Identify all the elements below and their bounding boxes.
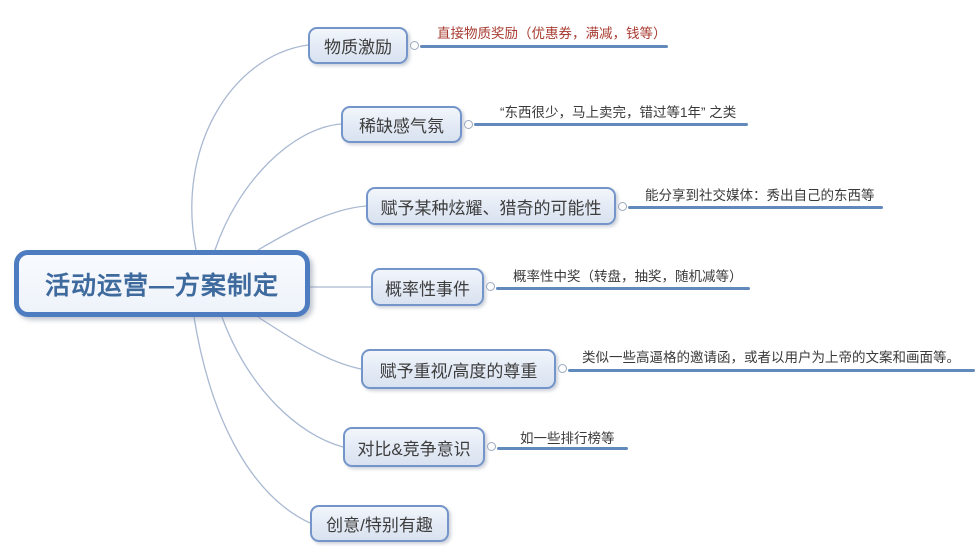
branch-curve xyxy=(257,205,367,251)
leaf-underline xyxy=(497,447,628,450)
node-connector-handle[interactable] xyxy=(618,202,627,211)
branch-curve xyxy=(257,316,362,370)
branch-curve xyxy=(191,44,309,251)
leaf-underline xyxy=(628,206,883,209)
leaf-note[interactable]: “东西很少，马上卖完，错过等1年” 之类 xyxy=(500,105,737,120)
topic-node[interactable]: 赋予重视/高度的尊重 xyxy=(361,349,556,389)
leaf-underline xyxy=(420,45,668,48)
node-connector-handle[interactable] xyxy=(410,41,419,50)
topic-node[interactable]: 对比&竞争意识 xyxy=(343,427,485,467)
leaf-note[interactable]: 类似一些高逼格的邀请函，或者以用户为上帝的文案和画面等。 xyxy=(582,350,960,365)
branch-curve xyxy=(221,316,344,448)
topic-node[interactable]: 创意/特别有趣 xyxy=(310,505,449,542)
leaf-underline xyxy=(568,369,975,372)
root-topic[interactable]: 活动运营—方案制定 xyxy=(14,250,310,317)
leaf-note[interactable]: 概率性中奖（转盘，抽奖，随机减等） xyxy=(513,269,743,284)
branch-curve xyxy=(214,123,342,251)
leaf-underline xyxy=(496,287,750,290)
node-connector-handle[interactable] xyxy=(464,120,473,129)
leaf-note[interactable]: 如一些排行榜等 xyxy=(520,431,615,446)
node-connector-handle[interactable] xyxy=(486,282,495,291)
leaf-note[interactable]: 能分享到社交媒体：秀出自己的东西等 xyxy=(645,188,875,203)
topic-node[interactable]: 概率性事件 xyxy=(371,268,484,306)
topic-node[interactable]: 赋予某种炫耀、猎奇的可能性 xyxy=(366,187,616,225)
branch-curve xyxy=(193,316,311,524)
node-connector-handle[interactable] xyxy=(487,442,496,451)
topic-node[interactable]: 稀缺感气氛 xyxy=(341,106,462,143)
node-connector-handle[interactable] xyxy=(558,364,567,373)
leaf-note[interactable]: 直接物质奖励（优惠券，满减，钱等） xyxy=(437,26,667,41)
topic-node[interactable]: 物质激励 xyxy=(308,27,408,64)
leaf-underline xyxy=(474,123,748,126)
